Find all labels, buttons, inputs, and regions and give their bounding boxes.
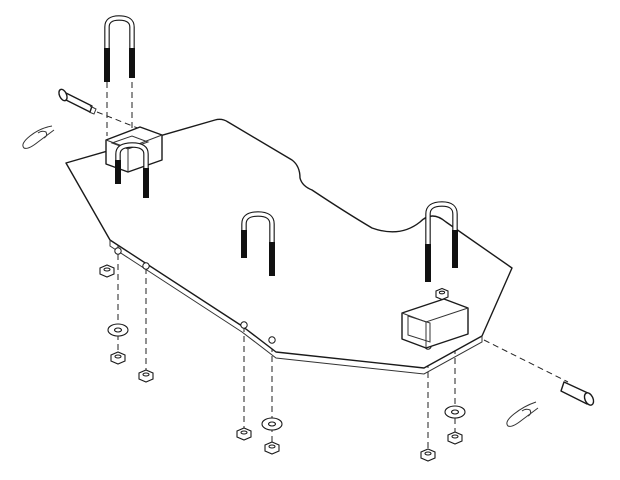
u-bolt-icon [104,15,135,82]
hairpin-clip-icon [22,125,55,149]
flat-washer-icon [107,323,129,337]
hex-nut-icon [138,369,154,383]
hex-nut-icon [420,448,436,462]
u-bolt-top [104,15,135,82]
hitch-pin-left [58,88,97,115]
hex-nut-icon [99,264,115,278]
hairpin-clip-left [22,125,55,149]
flat-washer-icon [261,417,283,431]
plate-hole [114,247,122,255]
u-bolt-icon [241,211,275,276]
u-bolt-left [115,142,149,198]
u-bolt-icon [115,142,149,198]
hitch-pin-right [560,381,595,406]
plate-hole [142,262,150,270]
hitch-pin-icon [58,88,97,115]
pin-axis-right [483,339,569,383]
flat-washer-icon [444,405,466,419]
hairpin-clip-right [506,401,539,427]
plate-hole [268,336,276,344]
u-bolt-center [241,211,275,276]
hex-nut-icon [435,287,449,301]
hitch-pin-icon [560,381,595,406]
hairpin-clip-icon [506,401,539,427]
u-bolt-right [425,201,458,282]
hex-nuts [99,264,463,462]
hex-nut-icon [264,441,280,455]
hex-nut-icon [110,351,126,365]
u-bolt-icon [425,201,458,282]
hex-nut-icon [236,427,252,441]
hex-nut-icon [447,431,463,445]
flat-washers [107,323,466,431]
plate-hole [240,321,248,329]
